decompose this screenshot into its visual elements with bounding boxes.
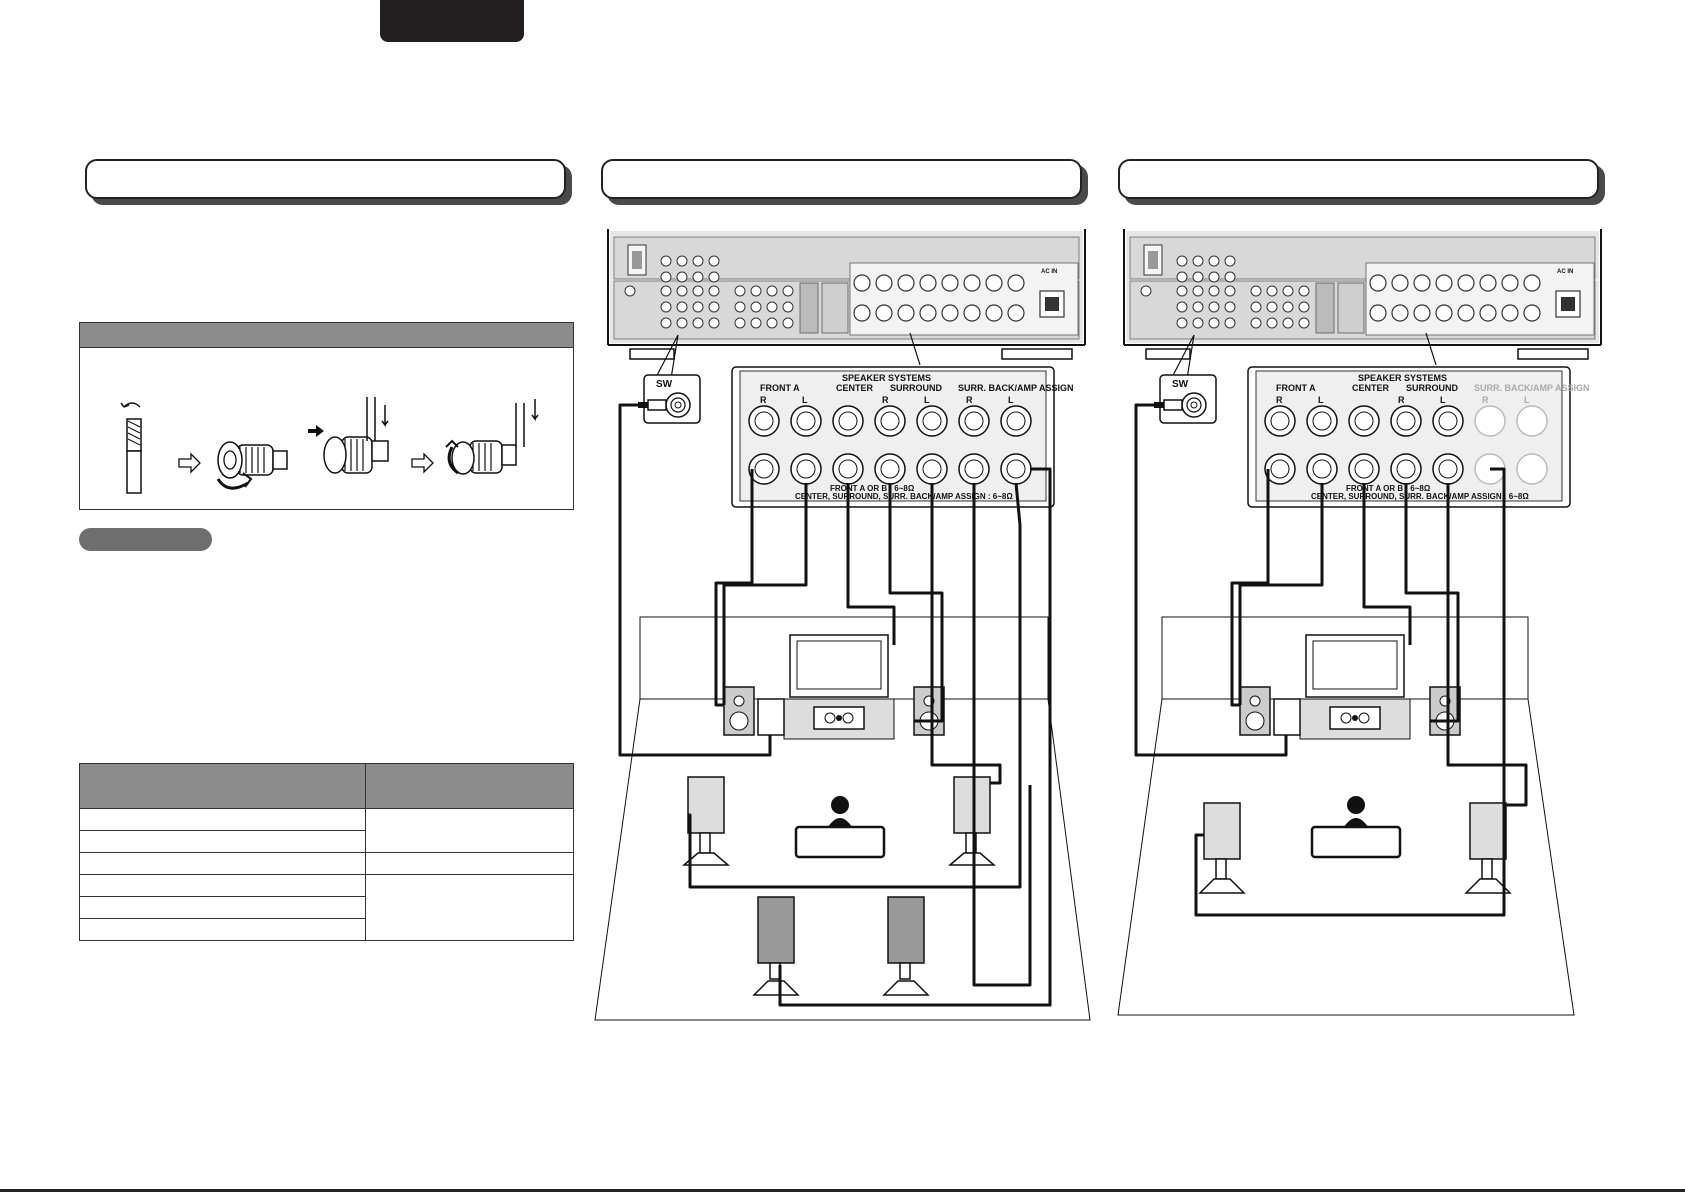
svg-text:R: R bbox=[1482, 395, 1489, 405]
table-header-row bbox=[79, 763, 574, 809]
terminal-tighten-icon bbox=[445, 399, 539, 475]
listener-icon bbox=[794, 796, 886, 859]
svg-text:R: R bbox=[1276, 395, 1283, 405]
center-label: CENTER bbox=[1352, 383, 1390, 393]
ac-in-label: AC IN bbox=[1557, 269, 1573, 275]
table-cell bbox=[79, 852, 366, 875]
svg-text:L: L bbox=[1524, 395, 1530, 405]
svg-text:R: R bbox=[1398, 395, 1405, 405]
surround-label: SURROUND bbox=[890, 383, 943, 393]
table-cell bbox=[79, 830, 366, 853]
table-cell bbox=[365, 874, 574, 941]
svg-text:L: L bbox=[924, 395, 930, 405]
table-cell bbox=[365, 808, 574, 853]
speaker-systems-label: SPEAKER SYSTEMS bbox=[842, 373, 931, 383]
subwoofer-jack-callout: SW bbox=[638, 374, 701, 424]
cable-connection-steps bbox=[120, 397, 539, 494]
footer-rule bbox=[0, 1189, 1685, 1192]
svg-text:R: R bbox=[760, 395, 767, 405]
receiver-rear-panel: AC IN bbox=[607, 229, 1086, 360]
subwoofer-icon bbox=[1273, 698, 1301, 736]
subwoofer-jack-label: SW bbox=[656, 379, 673, 390]
svg-text:R: R bbox=[882, 395, 889, 405]
impedance-label-1: FRONT A OR B : 6~8Ω bbox=[830, 484, 915, 493]
surround-back-left-speaker-icon bbox=[752, 896, 800, 996]
connection-diagram-7ch: AC IN SW SPEAKER SYSTEMS FRONT A CENTER … bbox=[594, 229, 1091, 1021]
table-cell bbox=[79, 896, 366, 919]
front-a-label: FRONT A bbox=[760, 383, 800, 393]
table-cell bbox=[79, 918, 366, 941]
cable-connection-box bbox=[79, 322, 574, 510]
connection-diagram-5ch: AC IN SW SPEAKER SYSTEMS FRONT A CENTER … bbox=[1117, 229, 1602, 1016]
svg-text:L: L bbox=[1440, 395, 1446, 405]
table-header-cell bbox=[365, 763, 574, 809]
table-cell bbox=[365, 852, 574, 875]
surround-left-speaker-icon bbox=[1198, 802, 1246, 894]
impedance-label-2: CENTER, SURROUND, SURR. BACK/AMP ASSIGN … bbox=[1311, 492, 1529, 501]
subwoofer-jack-callout: SW bbox=[1154, 374, 1217, 424]
table-row bbox=[79, 808, 574, 853]
receiver-rear-panel: AC IN bbox=[1123, 229, 1602, 360]
section-header-middle bbox=[601, 159, 1082, 199]
impedance-label-2: CENTER, SURROUND, SURR. BACK/AMP ASSIGN … bbox=[795, 492, 1013, 501]
front-left-speaker-icon bbox=[1239, 686, 1271, 736]
terminal-insert-icon bbox=[308, 397, 389, 474]
surr-back-label: SURR. BACK/AMP ASSIGN bbox=[1474, 383, 1590, 393]
surround-left-speaker-icon bbox=[681, 776, 731, 866]
front-left-speaker-icon bbox=[723, 686, 755, 736]
cable-connection-title-bar bbox=[80, 323, 573, 348]
svg-text:L: L bbox=[802, 395, 808, 405]
speaker-systems-label: SPEAKER SYSTEMS bbox=[1358, 373, 1447, 383]
speaker-table bbox=[79, 763, 574, 941]
front-right-speaker-icon bbox=[913, 686, 945, 736]
surround-right-speaker-icon bbox=[947, 776, 997, 866]
svg-text:L: L bbox=[1008, 395, 1014, 405]
table-header-cell bbox=[79, 763, 366, 809]
impedance-label-1: FRONT A OR B : 6~8Ω bbox=[1346, 484, 1431, 493]
note-label bbox=[79, 528, 212, 551]
table-cell bbox=[79, 808, 366, 831]
step-arrow-icon bbox=[178, 452, 201, 474]
center-speaker-icon bbox=[813, 706, 865, 730]
table-cell bbox=[79, 874, 366, 897]
svg-text:R: R bbox=[966, 395, 973, 405]
section-header-left bbox=[85, 159, 566, 199]
speaker-terminal-callout: SPEAKER SYSTEMS FRONT A CENTER SURROUND … bbox=[1247, 366, 1590, 508]
speaker-cables bbox=[618, 403, 1052, 1007]
surr-back-label: SURR. BACK/AMP ASSIGN bbox=[958, 383, 1074, 393]
terminal-channel-labels: R L R L R L bbox=[760, 395, 1014, 405]
surround-back-right-speaker-icon bbox=[882, 896, 930, 996]
speaker-terminal-callout: SPEAKER SYSTEMS FRONT A CENTER SURROUND … bbox=[731, 366, 1074, 508]
table-row bbox=[79, 874, 574, 941]
language-tab bbox=[380, 0, 524, 42]
section-header-right bbox=[1118, 159, 1599, 199]
subwoofer-icon bbox=[757, 698, 785, 736]
wire-twist-icon bbox=[120, 402, 142, 494]
svg-text:L: L bbox=[1318, 395, 1324, 405]
surround-right-speaker-icon bbox=[1464, 802, 1512, 894]
subwoofer-jack-label: SW bbox=[1172, 379, 1189, 390]
step-arrow-icon bbox=[411, 452, 434, 474]
surround-label: SURROUND bbox=[1406, 383, 1459, 393]
table-row bbox=[79, 852, 574, 875]
center-speaker-icon bbox=[1329, 706, 1381, 730]
speaker-cables bbox=[1134, 403, 1528, 917]
front-right-speaker-icon bbox=[1429, 686, 1461, 736]
table-row bbox=[79, 918, 574, 941]
terminal-channel-labels: R L R L R L bbox=[1276, 395, 1530, 405]
front-a-label: FRONT A bbox=[1276, 383, 1316, 393]
listener-icon bbox=[1310, 796, 1402, 859]
terminal-loosen-icon bbox=[216, 441, 288, 490]
ac-in-label: AC IN bbox=[1041, 269, 1057, 275]
center-label: CENTER bbox=[836, 383, 874, 393]
